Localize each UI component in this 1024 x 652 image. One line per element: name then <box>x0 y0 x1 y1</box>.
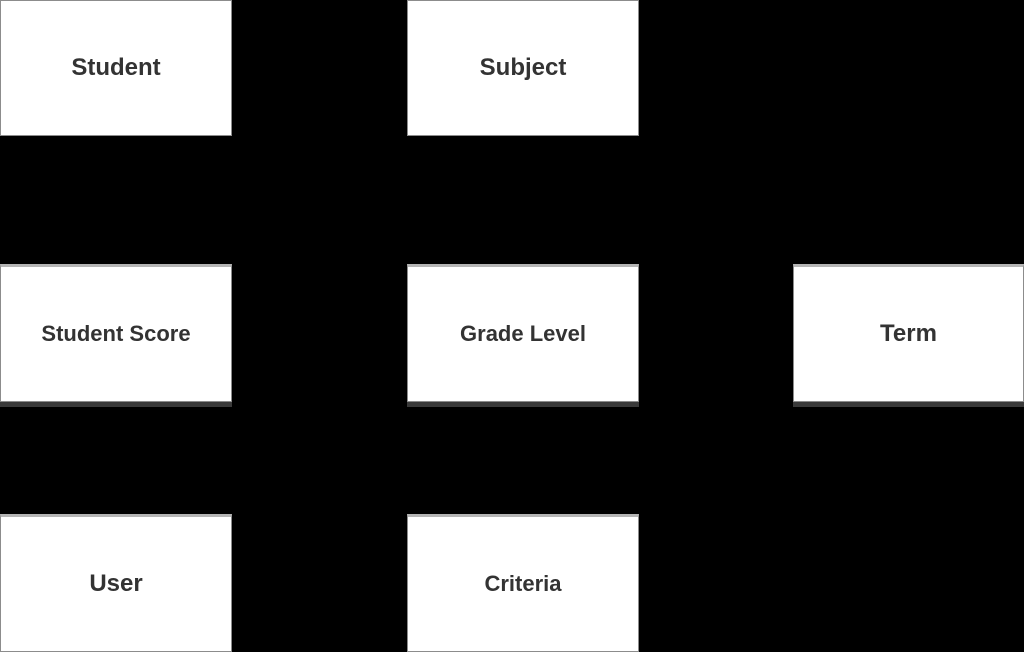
entity-term[interactable]: Term <box>793 264 1024 402</box>
entity-student[interactable]: Student <box>0 0 232 136</box>
entity-label: Grade Level <box>460 321 586 346</box>
entity-label: Student Score <box>41 321 191 346</box>
entity-label: Term <box>880 320 937 347</box>
entity-subject[interactable]: Subject <box>407 0 639 136</box>
entity-label: Criteria <box>484 571 562 596</box>
entity-label: User <box>89 570 143 597</box>
entity-grade-level[interactable]: Grade Level <box>407 264 639 402</box>
entity-criteria[interactable]: Criteria <box>407 514 639 652</box>
entity-user[interactable]: User <box>0 514 232 652</box>
entity-label: Student <box>71 54 161 81</box>
entity-label: Subject <box>479 54 567 81</box>
entity-student-score[interactable]: Student Score <box>0 264 232 402</box>
